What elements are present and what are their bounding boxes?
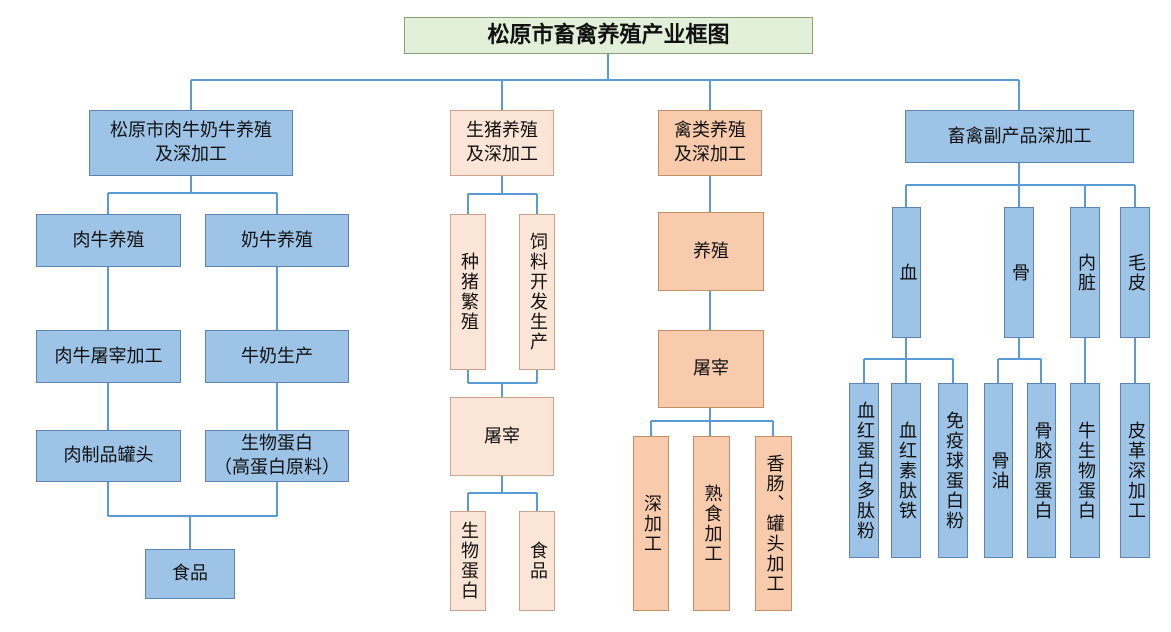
branch-pig: 生猪养殖 及深加工 (450, 110, 554, 176)
node-food-pig: 食品 (519, 511, 555, 611)
node-pig-slaughter: 屠宰 (450, 397, 554, 476)
node-dairy-breeding: 奶牛养殖 (205, 214, 349, 267)
node-bone: 骨 (1004, 207, 1034, 338)
node-organs: 内脏 (1070, 207, 1100, 338)
node-poultry-slaughter: 屠宰 (658, 330, 764, 408)
node-blood: 血 (892, 207, 921, 338)
node-bio-protein-beef: 生物蛋白 （高蛋白原料） (205, 430, 349, 482)
node-canned-meat: 肉制品罐头 (36, 430, 181, 482)
node-feed-development: 饲料开发生产 (519, 214, 555, 370)
node-milk-production: 牛奶生产 (205, 330, 349, 383)
diagram-title: 松原市畜禽养殖产业框图 (404, 17, 813, 54)
node-bone-oil: 骨油 (984, 383, 1013, 558)
node-deep-processing: 深加工 (633, 436, 669, 611)
node-poultry-breeding: 养殖 (658, 212, 764, 291)
branch-poultry: 禽类养殖 及深加工 (658, 110, 762, 176)
node-immunoglobulin: 免疫球蛋白粉 (938, 383, 968, 558)
node-sausage-canning: 香肠、罐头加工 (755, 436, 792, 611)
node-hemoglobin-peptide: 血红蛋白多肽粉 (849, 383, 879, 558)
node-bovine-protein: 牛生物蛋白 (1070, 383, 1100, 558)
node-food-beef: 食品 (145, 549, 235, 599)
node-breeding-pig: 种猪繁殖 (450, 214, 486, 370)
node-cooked-food: 熟食加工 (693, 436, 730, 611)
node-beef-breeding: 肉牛养殖 (36, 214, 181, 267)
node-heme-iron: 血红素肽铁 (891, 383, 921, 558)
branch-beef-dairy: 松原市肉牛奶牛养殖 及深加工 (89, 110, 293, 176)
node-beef-slaughter: 肉牛屠宰加工 (36, 330, 181, 383)
node-hair-hide: 毛皮 (1120, 207, 1150, 338)
node-bone-collagen: 骨胶原蛋白 (1027, 383, 1056, 558)
node-leather-processing: 皮革深加工 (1120, 383, 1150, 558)
branch-byproducts: 畜禽副产品深加工 (905, 110, 1134, 163)
node-bio-protein-pig: 生物蛋白 (450, 511, 486, 611)
